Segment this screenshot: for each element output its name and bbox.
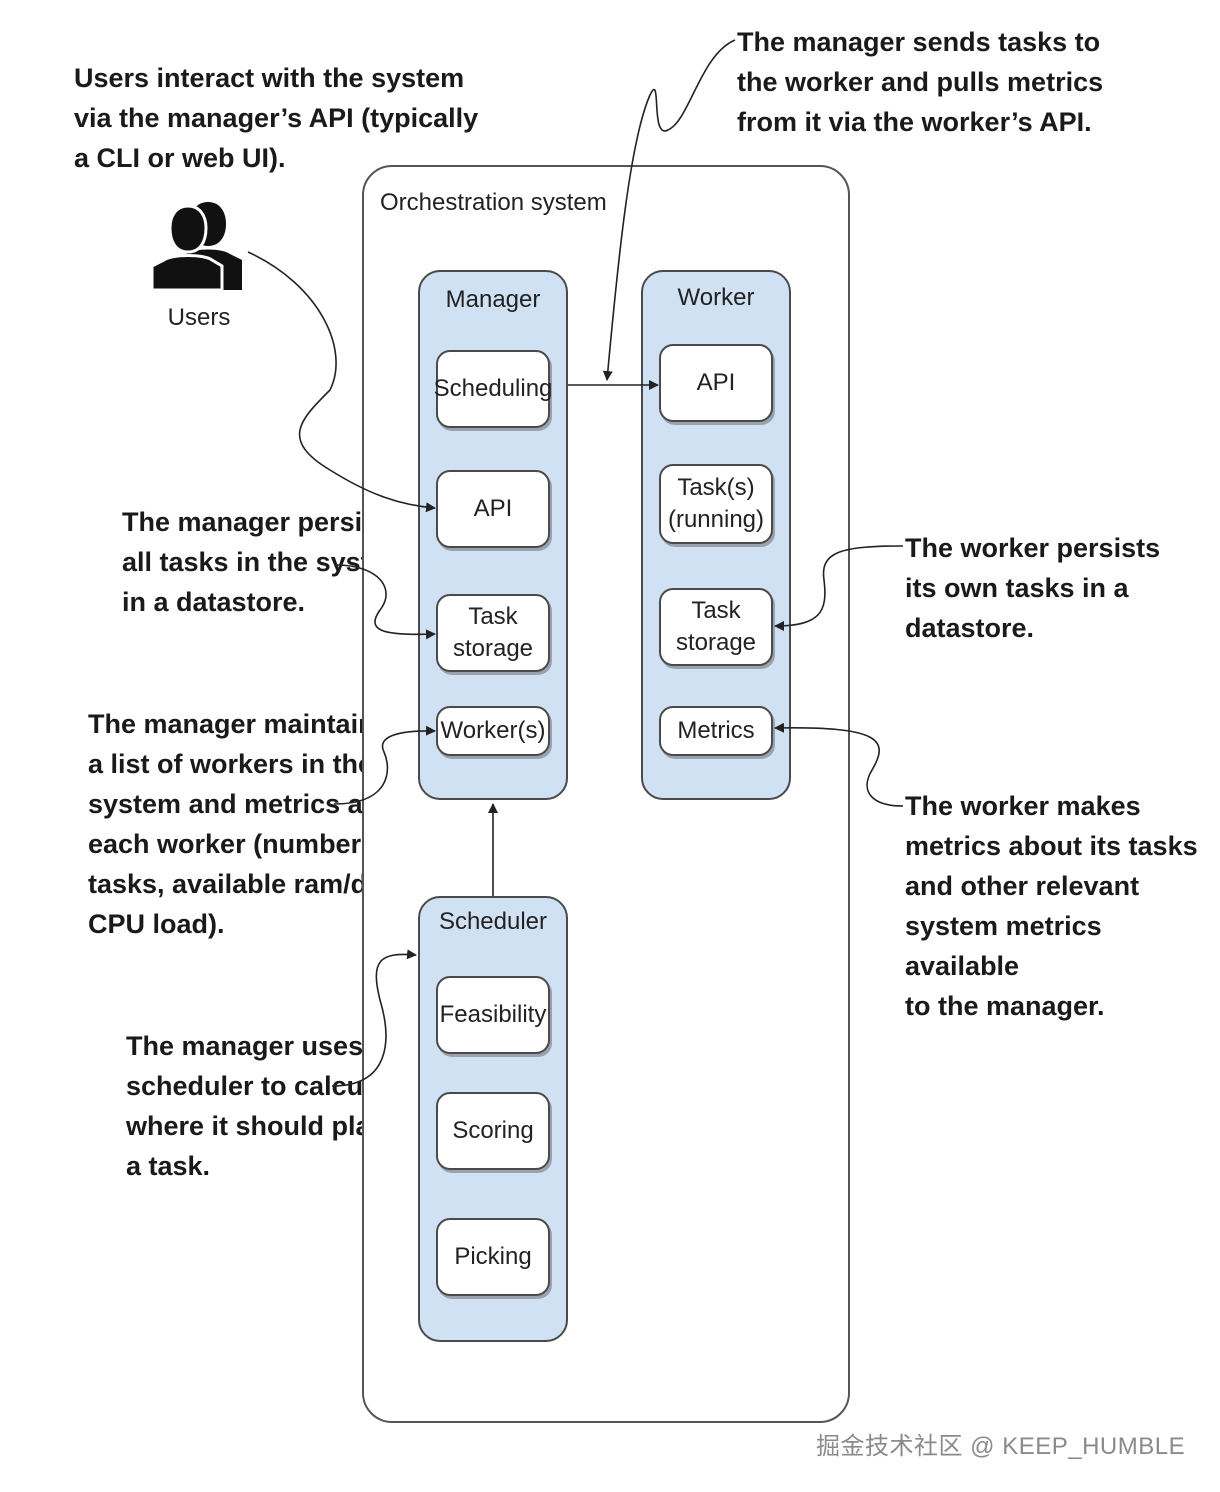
manager-workers-box: Worker(s) (436, 706, 550, 756)
manager-task-storage-box: Task storage (436, 594, 550, 672)
arrow-users-to-api (247, 251, 436, 513)
worker-tasks-running-box: Task(s) (running) (659, 464, 773, 544)
arrow-note-to-worker-metrics (774, 722, 904, 807)
arrow-note-to-worker-storage (774, 545, 904, 631)
scheduler-title: Scheduler (438, 908, 548, 935)
note-manager-maintains: The manager maintains a list of workers … (88, 709, 421, 939)
arrow-note-to-manager-storage (335, 564, 436, 640)
scheduler-feasibility-box: Feasibility (436, 976, 550, 1054)
note-manager-sends: The manager sends tasks to the worker an… (737, 27, 1104, 137)
worker-task-storage-box: Task storage (659, 588, 773, 666)
note-manager-persists: The manager persists all tasks in the sy… (122, 507, 409, 617)
users-label: Users (167, 304, 231, 331)
scheduler-scoring-box: Scoring (436, 1092, 550, 1170)
system-title: Orchestration system (380, 189, 607, 216)
manager-title: Manager (445, 286, 541, 313)
users-icon (150, 202, 242, 292)
watermark: 掘金技术社区 @ KEEP_HUMBLE (816, 1433, 1186, 1460)
arrow-note-to-workers (333, 725, 436, 805)
worker-metrics-box: Metrics (659, 706, 773, 756)
arrow-note-to-scheduler (331, 949, 417, 1087)
worker-api-box: API (659, 344, 773, 422)
manager-api-box: API (436, 470, 550, 548)
scheduler-picking-box: Picking (436, 1218, 550, 1296)
note-worker-metrics: The worker makes metrics about its tasks… (905, 791, 1198, 1021)
manager-scheduling-box: Scheduling (434, 350, 552, 428)
worker-title: Worker (677, 284, 755, 311)
note-users-api: Users interact with the system via the m… (74, 63, 479, 173)
arrow-note-manager-sends (602, 39, 736, 381)
note-worker-persists: The worker persists its own tasks in a d… (905, 533, 1161, 643)
